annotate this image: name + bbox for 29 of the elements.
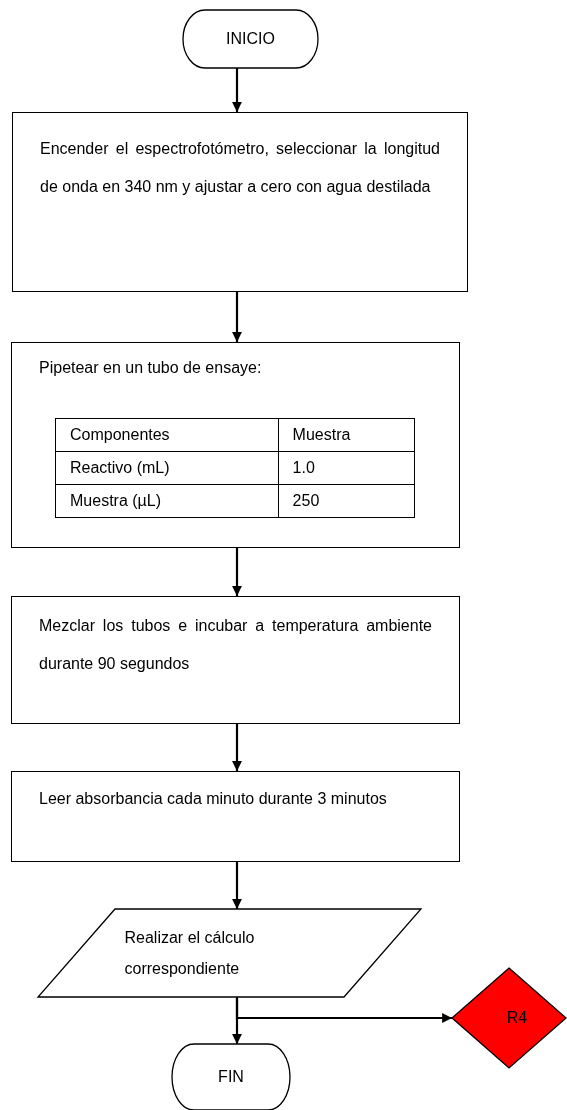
step-text: Leer absorbancia cada minuto durante 3 minutos	[39, 789, 388, 809]
process-box	[12, 112, 468, 292]
start-terminal	[183, 10, 318, 68]
step-text: INICIO	[226, 30, 275, 48]
arrow	[232, 862, 242, 909]
step-text: Encender el espectrofotómetro, seleccionar la longitud de onda en 340 nm y ajustar a cero con agua destilada	[40, 139, 440, 197]
end-terminal	[172, 1044, 290, 1110]
step-text: FIN	[218, 1068, 244, 1086]
table-cell: 1.0	[278, 451, 415, 485]
step-text: R4	[506, 1009, 528, 1027]
arrow	[232, 68, 242, 112]
decision-diamond	[452, 968, 566, 1068]
process-box	[11, 771, 460, 862]
arrow	[232, 292, 242, 342]
table-header-cell: Muestra	[278, 418, 415, 452]
arrow	[232, 548, 242, 596]
arrow	[232, 997, 242, 1044]
arrow	[235, 999, 452, 1023]
table-cell: Reactivo (mL)	[55, 451, 279, 485]
input-output-parallelogram	[38, 909, 421, 997]
arrow	[232, 724, 242, 771]
step-text: Pipetear en un tubo de ensaye:	[39, 358, 263, 378]
step-text: Realizar el cálculo correspondiente	[124, 928, 256, 979]
process-box	[11, 596, 460, 724]
process-box	[11, 342, 460, 548]
step-text: Mezclar los tubos e incubar a temperatura ambiente durante 90 segundos	[39, 616, 432, 674]
table-cell: 250	[278, 484, 415, 518]
table-header-cell: Componentes	[55, 418, 279, 452]
table-cell: Muestra (µL)	[55, 484, 279, 518]
